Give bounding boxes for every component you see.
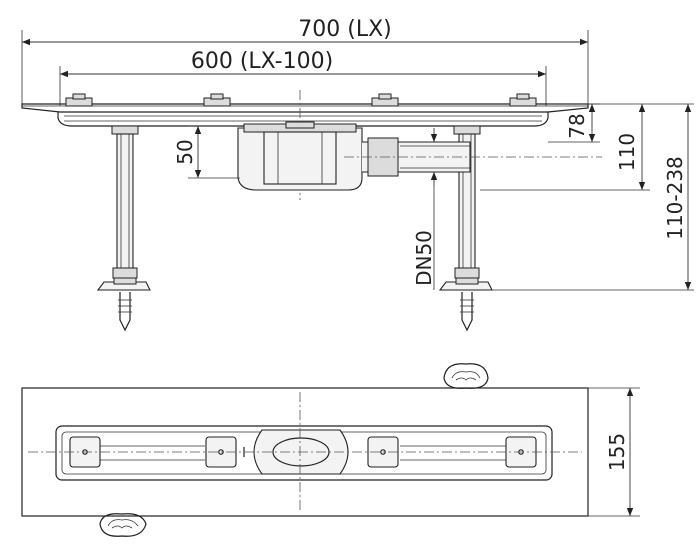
label-outlet: DN50 [412, 230, 436, 286]
label-inner-length: 600 (LX-100) [191, 49, 333, 74]
dimension-depth-78: 78 [548, 103, 600, 143]
dimension-inner-length: 600 (LX-100) [59, 49, 547, 106]
anchor-bottom-icon [99, 513, 147, 537]
dimension-outlet: DN50 [412, 128, 438, 290]
plan-channel [55, 425, 553, 481]
label-overall-length: 700 (LX) [298, 17, 391, 42]
drain-body [237, 121, 471, 191]
dimension-height-range: 110-238 [492, 103, 694, 291]
dimension-overall-length: 700 (LX) [21, 17, 589, 104]
label-height-range: 110-238 [663, 156, 687, 240]
label-depth-50: 50 [173, 139, 197, 164]
dimension-depth-110: 110 [480, 103, 650, 191]
side-view: 700 (LX) 600 (LX-100) [21, 17, 694, 332]
cover-plate [21, 93, 589, 127]
label-depth-110: 110 [615, 133, 639, 171]
dimension-depth-50: 50 [173, 125, 240, 179]
dimension-width: 155 [588, 387, 640, 517]
plan-outer-plate [21, 387, 589, 517]
anchor-top-icon [443, 363, 489, 389]
label-depth-78: 78 [565, 113, 589, 138]
plan-view: 155 [21, 363, 640, 537]
left-support-leg [96, 125, 151, 332]
label-width: 155 [605, 433, 629, 471]
